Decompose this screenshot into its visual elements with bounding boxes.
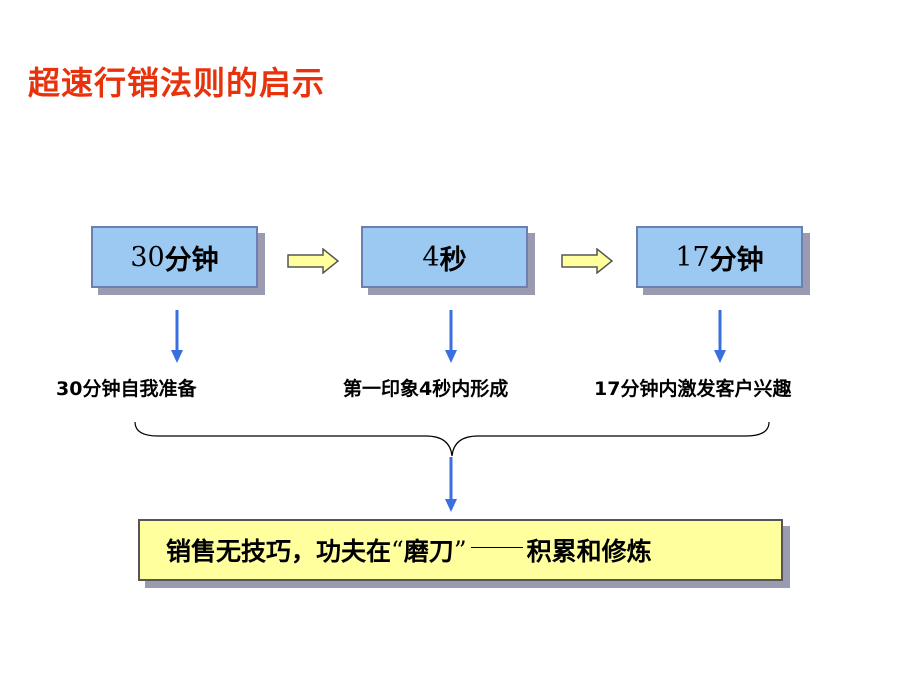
slide-title: 超速行销法则的启示 <box>28 64 326 102</box>
step-2-number: 4 <box>422 241 440 273</box>
arrow-down-icon <box>171 310 183 363</box>
step-3-number: 17 <box>675 241 710 273</box>
summary-open-quote: “ <box>391 535 404 565</box>
step-1-unit: 分钟 <box>164 244 219 276</box>
step-3-unit: 分钟 <box>709 244 764 276</box>
summary-text-part1: 销售无技巧，功夫在 <box>166 537 392 566</box>
arrow-down-icon <box>445 457 457 512</box>
summary-highlight: 磨刀 <box>403 537 454 566</box>
step-2-description: 第一印象4秒内形成 <box>343 378 509 400</box>
step-1-number: 30 <box>130 241 165 273</box>
step-1-description: 30分钟自我准备 <box>56 378 197 400</box>
step-2-unit: 秒 <box>439 244 467 276</box>
step-2-box: 4 秒 <box>361 226 528 288</box>
arrow-right-icon <box>561 248 613 274</box>
arrow-down-icon <box>714 310 726 363</box>
summary-text-part2: 积累和修炼 <box>526 537 652 566</box>
arrow-down-icon <box>445 310 457 363</box>
summary-box: 销售无技巧，功夫在“磨刀” 积累和修炼 <box>138 519 783 581</box>
step-3-description: 17分钟内激发客户兴趣 <box>594 378 792 400</box>
summary-dash <box>470 546 523 548</box>
arrow-right-icon <box>287 248 339 274</box>
brace-connector <box>134 421 770 457</box>
summary-close-quote: ” <box>453 535 467 565</box>
